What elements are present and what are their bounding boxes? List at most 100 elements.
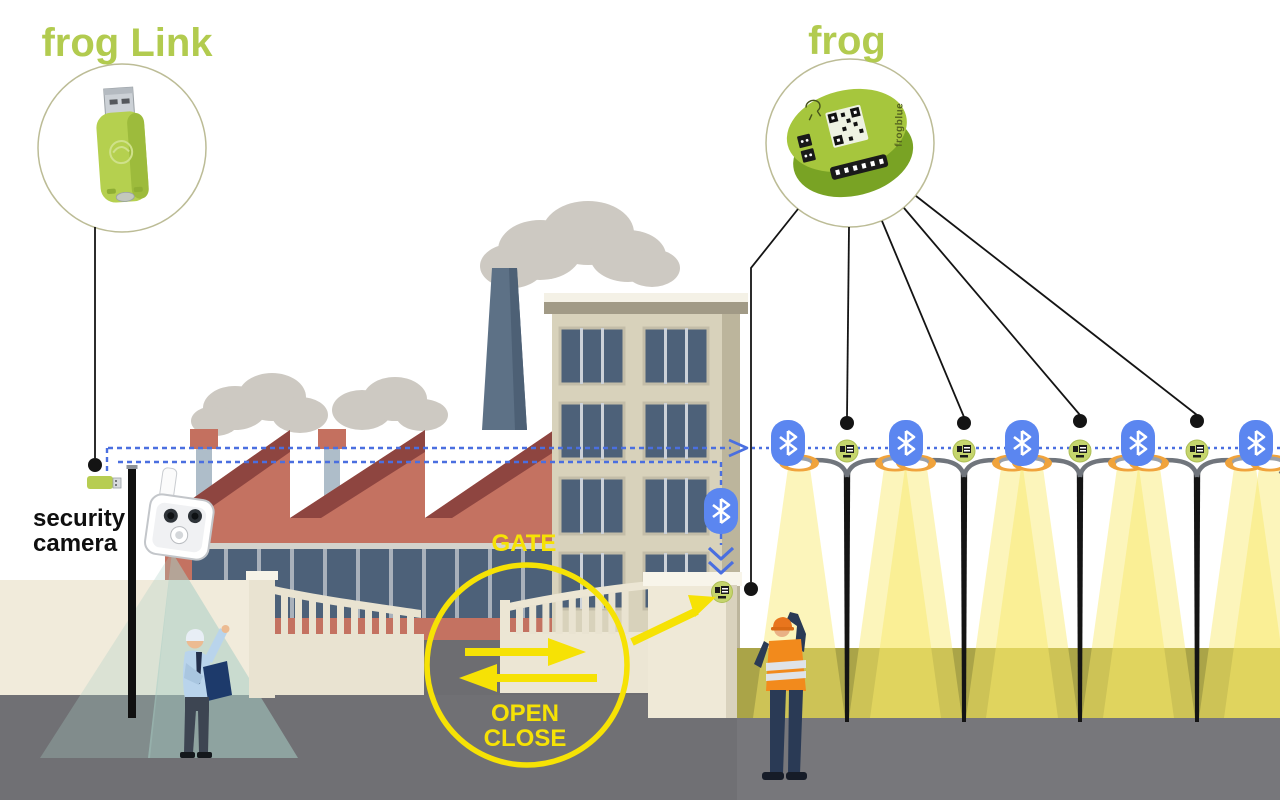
fence-baluster [365, 603, 372, 636]
fence-baluster [393, 607, 400, 636]
factory-mullion [521, 549, 525, 618]
frog-logo [805, 99, 822, 121]
gate-assembly [246, 571, 742, 718]
grass-strip [737, 648, 1280, 718]
link-line-gate [750, 208, 799, 582]
facility-manager [180, 625, 232, 758]
dot-lamp-4 [1190, 414, 1204, 428]
frog-module-lamp-3 [1068, 439, 1092, 463]
fence-baluster [281, 593, 288, 636]
security-camera-label-2: camera [33, 530, 118, 557]
bluetooth-icon [897, 429, 916, 457]
bluetooth-marker-3 [1005, 420, 1039, 466]
dot-lamp-1 [840, 416, 854, 430]
dot-gate [744, 582, 758, 596]
bluetooth-marker-2 [889, 420, 923, 466]
arrow-right-icon [728, 438, 749, 458]
pointer-arrow [688, 595, 716, 617]
camera-view-cone-wide [40, 552, 172, 758]
dot-lamp-2 [957, 416, 971, 430]
bluetooth-icon [779, 429, 798, 457]
factory-mullion [356, 549, 360, 618]
fence-baluster [351, 601, 358, 636]
building-window [558, 401, 626, 461]
title-frog-link: frog Link [41, 21, 213, 65]
fence-baluster [595, 594, 603, 634]
gate-annotation: GATE OPEN CLOSE [424, 530, 716, 768]
clipboard [203, 661, 232, 701]
bluetooth-marker-building [704, 488, 738, 534]
fence-baluster [295, 594, 302, 636]
fence-baluster [309, 596, 316, 636]
chimney-stack-shade [509, 268, 527, 430]
bluetooth-dashed-paths [105, 438, 1280, 575]
frog-module-lamp-2 [952, 439, 976, 463]
bluetooth-marker-4 [1121, 420, 1155, 466]
fence-baluster [529, 604, 537, 634]
factory-mullion [323, 549, 327, 618]
sawtooth-roof [165, 430, 290, 518]
gate-right-rail [504, 581, 650, 612]
camera-pole-cap [126, 465, 138, 469]
light-cone [986, 468, 1078, 718]
gate-left-panel [266, 634, 424, 695]
bluetooth-icon [1247, 429, 1266, 457]
link-line-lamp-2 [881, 220, 965, 418]
close-arrow [459, 664, 497, 692]
close-label: CLOSE [484, 725, 567, 752]
link-line-lamp-1 [846, 226, 850, 418]
frog-device: frogblue [765, 58, 935, 228]
bluetooth-icon [1013, 429, 1032, 457]
light-cone [1224, 468, 1280, 718]
construction-worker [754, 612, 807, 780]
factory-mullion [290, 549, 294, 618]
dot-camera [88, 458, 102, 472]
bluetooth-icon [1129, 429, 1148, 457]
frog-module-lamp-4 [1185, 439, 1209, 463]
fence-baluster [323, 598, 330, 636]
fence-baluster [582, 596, 589, 634]
fence-baluster [407, 609, 414, 636]
fence-baluster [542, 602, 550, 634]
building-window [642, 401, 710, 461]
open-arrow [548, 638, 586, 666]
fence-baluster [568, 598, 576, 634]
connector-lines [94, 195, 1198, 582]
frog-link-device [37, 63, 207, 233]
arrow-down-double-icon [707, 546, 735, 575]
connector-dots [88, 414, 1204, 596]
frog-module-lamp-1 [835, 439, 859, 463]
factory-mullion [389, 549, 393, 618]
light-cone [966, 468, 1058, 718]
factory-mullion [455, 549, 459, 618]
link-line-lamp-4 [915, 195, 1198, 416]
fence-baluster [621, 589, 629, 634]
security-camera [144, 467, 215, 561]
fence-baluster [516, 607, 523, 634]
open-label: OPEN [491, 700, 559, 727]
frog-module-gate [711, 581, 733, 603]
light-cone [849, 468, 941, 718]
street-lamp-2 [870, 454, 1058, 722]
light-cone [1082, 468, 1174, 718]
link-line-lamp-3 [903, 207, 1081, 416]
building-window [558, 476, 626, 536]
smoke-clouds [191, 201, 680, 436]
gate-label: GATE [492, 530, 557, 557]
hard-hat [773, 617, 792, 629]
factory-mullion [488, 549, 492, 618]
building-window [558, 326, 626, 386]
device-brand: frogblue [894, 103, 906, 147]
light-cone [870, 468, 962, 718]
bluetooth-marker-5 [1239, 420, 1273, 466]
title-frog: frog [808, 19, 886, 63]
road-right [737, 718, 1280, 800]
building-window [642, 326, 710, 386]
bluetooth-marker-1 [771, 420, 805, 466]
light-cone [1199, 468, 1280, 718]
factory-mullion [422, 549, 426, 618]
light-cone [1103, 468, 1195, 718]
camera-pole [128, 468, 136, 718]
dot-lamp-3 [1073, 414, 1087, 428]
fence-baluster [337, 600, 344, 636]
